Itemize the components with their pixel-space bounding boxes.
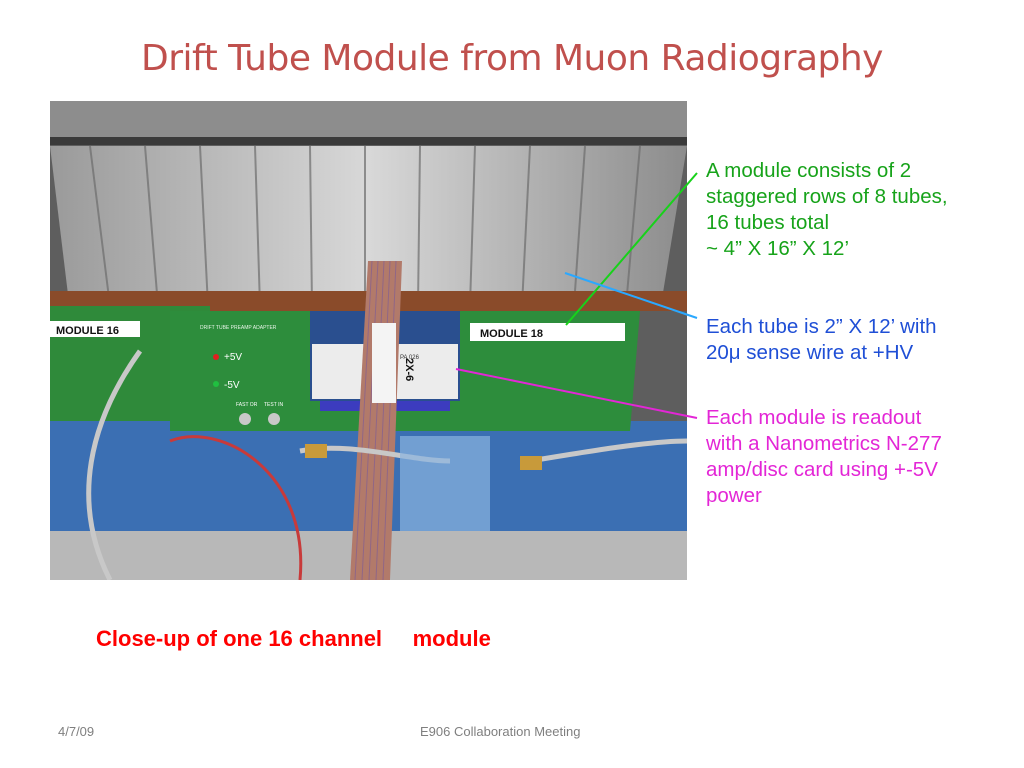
note-line: amp/disc card using +-5V [706, 458, 938, 481]
note-line: Each tube is 2” X 12’ with [706, 315, 937, 338]
module-left-label: MODULE 16 [56, 325, 119, 337]
note-line: staggered rows of 8 tubes, [706, 185, 948, 208]
footer-date: 4/7/09 [58, 724, 95, 739]
note-readout: Each module is readout with a Nanometric… [706, 405, 942, 509]
plus5v-label: +5V [224, 352, 242, 363]
minus5v-label: -5V [224, 380, 240, 391]
fast-or-label: FAST OR [236, 402, 258, 408]
note-line: with a Nanometrics N-277 [706, 432, 942, 455]
module-photo: MODULE 16 DRIFT TUBE PREAMP ADAPTER +5V … [50, 101, 687, 580]
test-in-label: TEST IN [264, 402, 283, 408]
note-line: power [706, 484, 762, 507]
note-line: A module consists of 2 [706, 159, 912, 182]
cable-tag: 2X-6 [403, 358, 415, 381]
note-line: 16 tubes total [706, 211, 830, 234]
note-line: 20μ sense wire at +HV [706, 341, 914, 364]
slide-title: Drift Tube Module from Muon Radiography [141, 38, 883, 79]
note-module-structure: A module consists of 2 staggered rows of… [706, 158, 948, 262]
card-label: PA 026 [400, 355, 420, 361]
note-line: Each module is readout [706, 406, 922, 429]
module-right-label: MODULE 18 [480, 328, 543, 340]
board-header: DRIFT TUBE PREAMP ADAPTER [200, 325, 277, 331]
note-line: ~ 4” X 16” X 12’ [706, 237, 850, 260]
footer-meeting: E906 Collaboration Meeting [420, 724, 581, 739]
note-tube-size: Each tube is 2” X 12’ with 20μ sense wir… [706, 314, 937, 366]
photo-caption: Close-up of one 16 channel module [96, 626, 491, 651]
